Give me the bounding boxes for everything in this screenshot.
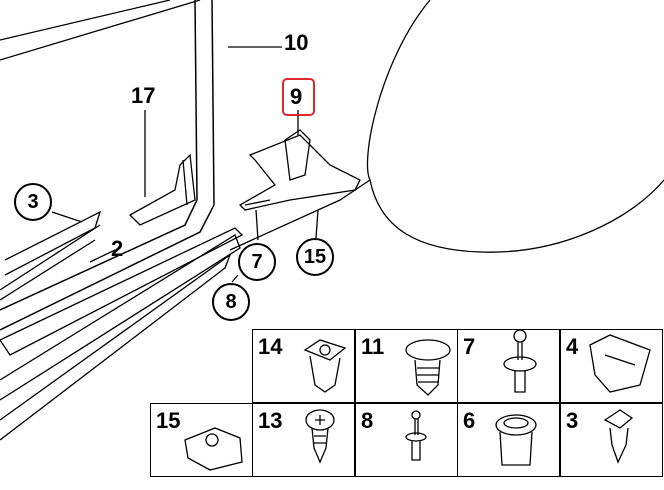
grid-cell-6: 6: [457, 403, 560, 477]
grid-cell-7: 7: [457, 329, 560, 403]
callout-3: 3: [14, 183, 52, 221]
grid-label: 4: [566, 334, 579, 359]
highlight-box: [282, 78, 315, 116]
callout-7: 7: [238, 243, 276, 281]
screw-icon: [305, 409, 335, 464]
callout-9[interactable]: 9: [290, 84, 303, 109]
callout-8: 8: [212, 283, 250, 321]
grid-cell-4: 4: [560, 329, 663, 403]
grid-label: 6: [463, 408, 476, 433]
clip-nut-icon: [303, 339, 347, 393]
callout-15: 15: [296, 238, 334, 276]
grid-label: 15: [156, 408, 181, 433]
grid-label: 11: [361, 334, 385, 359]
grid-label: 3: [566, 408, 579, 433]
grid-label: 14: [258, 334, 283, 359]
grid-label: 8: [361, 408, 374, 433]
push-rivet-icon: [503, 329, 537, 393]
grid-cell-11: 11: [355, 329, 458, 403]
grommet-icon: [495, 414, 537, 466]
spring-nut-icon: [184, 427, 243, 471]
grid-cell-14: 14: [252, 329, 355, 403]
grid-cell-3: 3: [560, 403, 663, 477]
callout-17: 17: [131, 83, 156, 108]
callout-2: 2: [111, 236, 124, 261]
grid-cell-8: 8: [355, 403, 458, 477]
grid-label: 13: [258, 408, 283, 433]
callout-10: 10: [284, 30, 309, 55]
grid-cell-13: 13: [252, 403, 355, 477]
push-pin-icon: [405, 410, 427, 461]
expanding-rivet-icon: [405, 339, 451, 396]
grid-cell-15: 15: [150, 403, 253, 477]
clip-icon-3: [603, 409, 634, 464]
grid-label: 7: [463, 334, 476, 359]
clip-icon-4: [589, 334, 651, 393]
